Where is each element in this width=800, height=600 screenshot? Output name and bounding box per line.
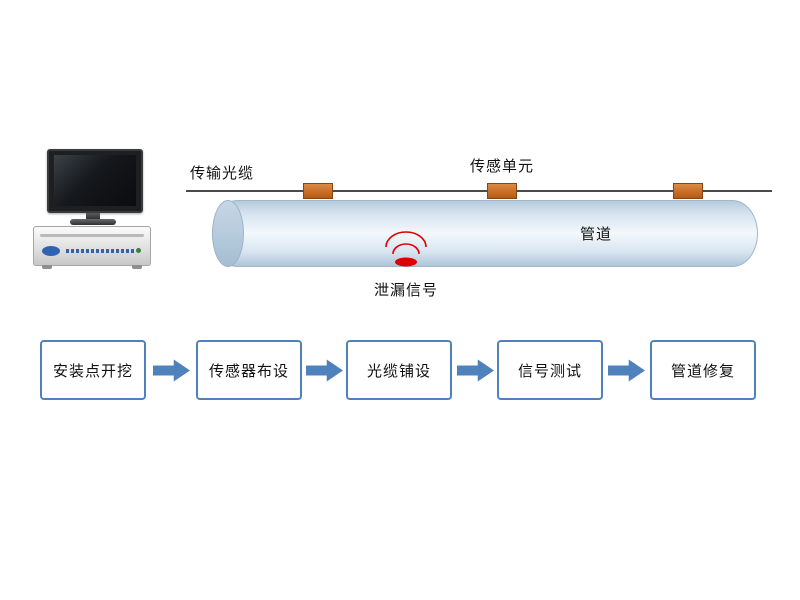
flow-step-signal-test: 信号测试 — [497, 340, 603, 400]
instrument-box — [33, 226, 151, 269]
transmission-cable-label: 传输光缆 — [190, 165, 255, 182]
monitor-stand-neck — [86, 213, 100, 220]
flow-arrow-icon — [457, 359, 494, 382]
sensor-unit-label: 传感单元 — [470, 158, 535, 175]
flow-step-excavation: 安装点开挖 — [40, 340, 146, 400]
instrument-vent — [40, 234, 144, 237]
flow-step-cable-laying: 光缆铺设 — [346, 340, 452, 400]
instrument-print — [66, 249, 134, 253]
leak-signal-label: 泄漏信号 — [374, 282, 439, 299]
flow-step-label: 信号测试 — [517, 362, 582, 380]
instrument-led-icon — [136, 248, 141, 253]
flow-step-label: 管道修复 — [670, 362, 735, 380]
sensor-unit — [303, 183, 333, 199]
pipeline-cylinder — [212, 200, 758, 267]
flow-step-label: 安装点开挖 — [52, 362, 133, 380]
monitor-stand-base — [70, 219, 116, 225]
monitor-screen — [54, 155, 136, 206]
leak-signal-icon — [385, 231, 427, 267]
flow-step-label: 光缆铺设 — [366, 362, 431, 380]
instrument-foot — [42, 265, 52, 269]
pipeline-label: 管道 — [580, 226, 613, 243]
sensor-unit — [487, 183, 517, 199]
pipeline-end-cap — [212, 200, 244, 267]
instrument-foot — [132, 265, 142, 269]
flow-arrow-icon — [306, 359, 343, 382]
flow-arrow-icon — [608, 359, 645, 382]
sensor-unit — [673, 183, 703, 199]
instrument-logo-icon — [42, 246, 60, 256]
flow-step-label: 传感器布设 — [208, 362, 289, 380]
flow-arrow-icon — [153, 359, 190, 382]
optical-cable-line — [186, 190, 772, 192]
flow-step-pipe-repair: 管道修复 — [650, 340, 756, 400]
flow-step-sensor-deploy: 传感器布设 — [196, 340, 302, 400]
monitor-icon — [47, 149, 143, 213]
